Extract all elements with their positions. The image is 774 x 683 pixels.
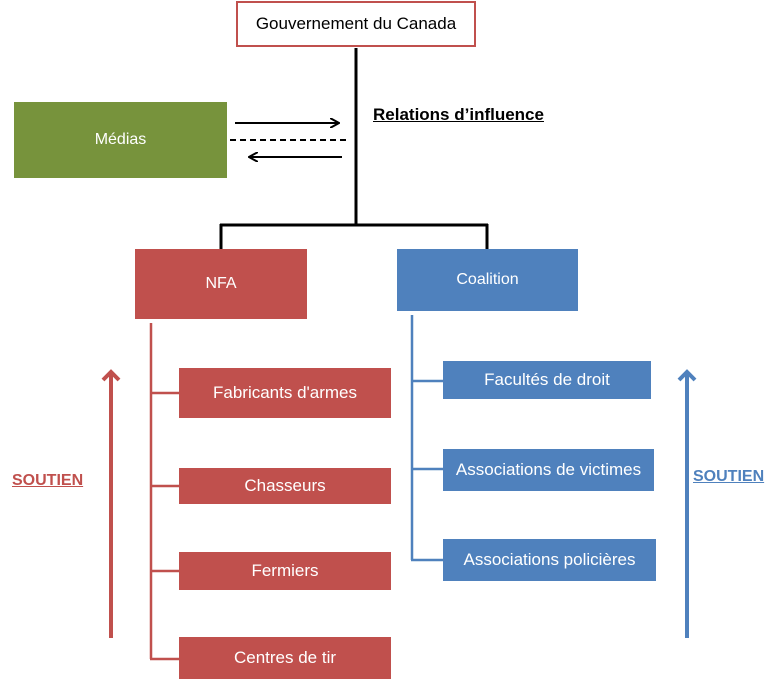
node-nfa-child: Fermiers [179,552,391,590]
node-medias: Médias [14,102,227,178]
node-coalition: Coalition [397,249,578,311]
node-coalition-child: Associations de victimes [443,449,654,491]
relations-influence-label: Relations d’influence [373,105,544,124]
node-coalition-child: Associations policières [443,539,656,581]
node-gouvernement: Gouvernement du Canada [236,1,476,47]
node-nfa-child: Chasseurs [179,468,391,504]
node-nfa-child: Centres de tir [179,637,391,679]
node-nfa-child: Fabricants d'armes [179,368,391,418]
node-coalition-child: Facultés de droit [443,361,651,399]
node-nfa: NFA [135,249,307,319]
soutien-label-right: SOUTIEN [693,468,765,485]
soutien-label-left: SOUTIEN [12,472,84,489]
